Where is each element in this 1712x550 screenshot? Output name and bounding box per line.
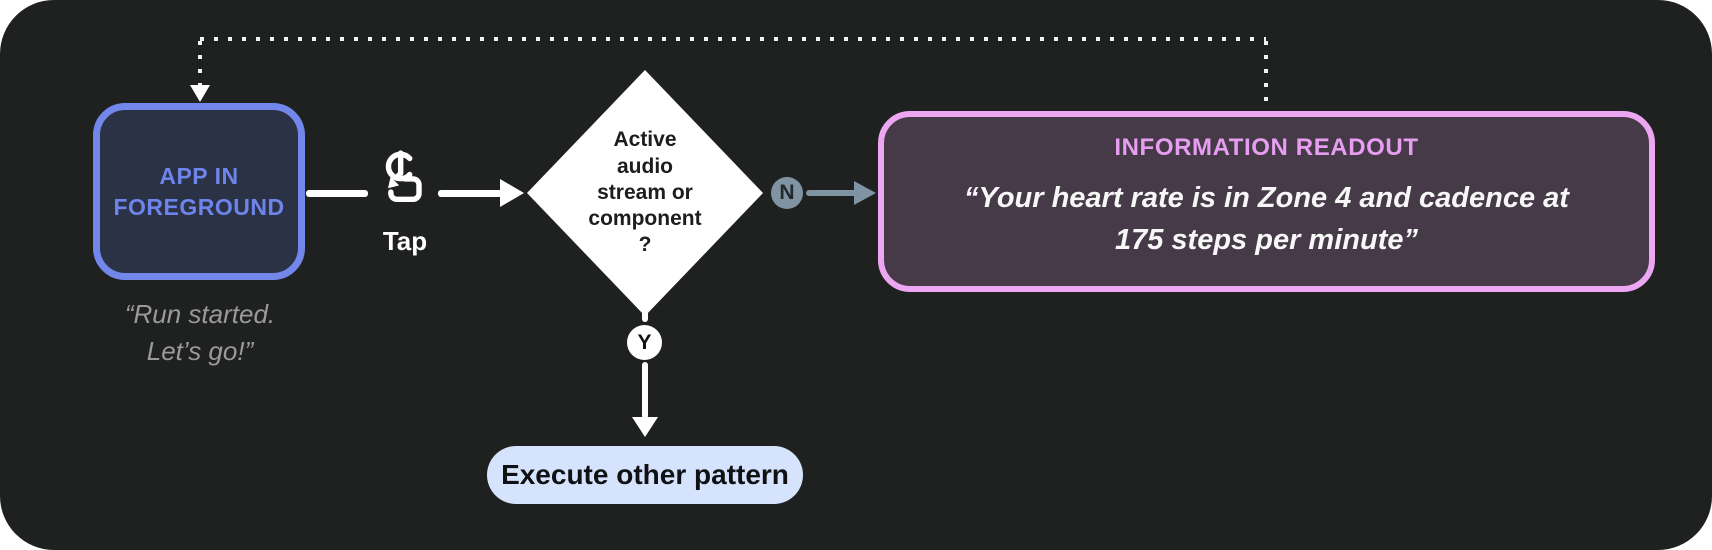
branch-badge-no: N [771, 177, 803, 209]
tap-label: Tap [382, 226, 428, 256]
flow-line-yes-to-action [642, 362, 648, 419]
feedback-dotted-line-horizontal [200, 37, 1266, 41]
node-app-in-foreground: APP IN FOREGROUND [93, 103, 305, 280]
feedback-dotted-line-right [1264, 41, 1268, 109]
flow-line-tap-to-diamond [438, 190, 502, 197]
branch-badge-yes: Y [627, 325, 662, 360]
arrowhead-into-diamond-icon [500, 179, 524, 207]
readout-quote: “Your heart rate is in Zone 4 and cadenc… [964, 181, 1569, 256]
decision-diamond [527, 70, 763, 321]
app-node-label: APP IN FOREGROUND [113, 163, 285, 220]
arrowhead-into-readout-icon [854, 181, 876, 205]
flow-line-diamond-to-yes [642, 308, 648, 322]
feedback-dotted-line-left [198, 41, 202, 85]
readout-title: INFORMATION READOUT [1114, 134, 1419, 161]
arrowhead-into-action-icon [632, 417, 658, 437]
decision-label: Active audio stream or component ? [588, 128, 702, 257]
node-execute-other-pattern: Execute other pattern [487, 446, 803, 504]
tap-gesture-icon [372, 146, 434, 218]
node-information-readout: INFORMATION READOUT “Your heart rate is … [878, 111, 1655, 292]
feedback-arrowhead-icon [190, 85, 210, 102]
app-node-caption: “Run started. Let’s go!” [124, 299, 276, 366]
flow-line-app-to-tap [306, 190, 368, 197]
flow-line-no-to-readout [806, 190, 856, 196]
